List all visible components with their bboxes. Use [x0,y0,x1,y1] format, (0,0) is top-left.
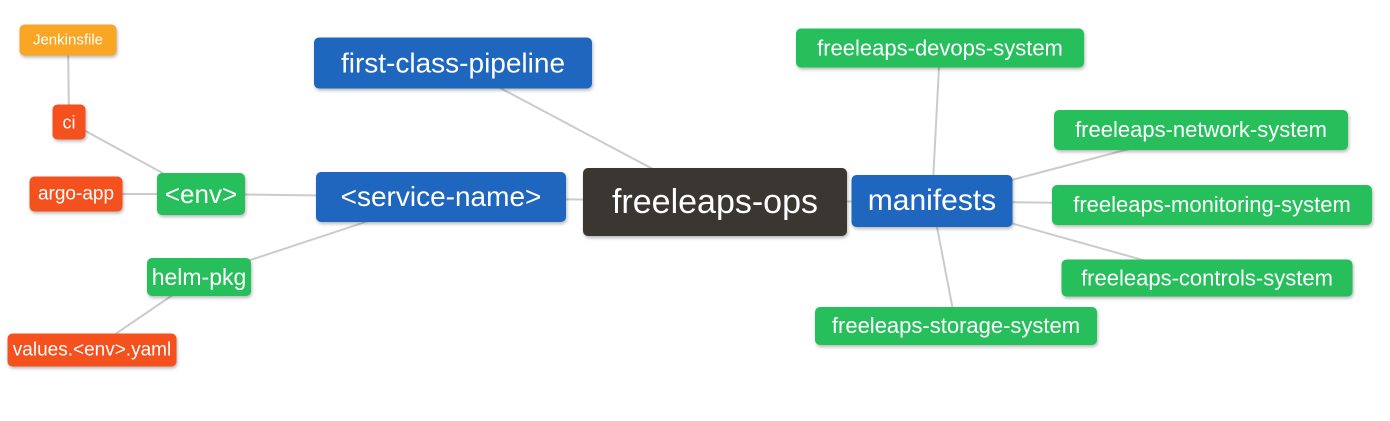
node-argo-app[interactable]: argo-app [29,176,123,212]
node-env[interactable]: <env> [157,173,245,215]
node-values-env-yaml[interactable]: values.<env>.yaml [7,333,177,367]
node-service-name[interactable]: <service-name> [316,172,566,222]
node-first-class-pipeline[interactable]: first-class-pipeline [314,37,592,89]
node-manifests[interactable]: manifests [851,175,1013,227]
node-freeleaps-network-system[interactable]: freeleaps-network-system [1054,110,1348,150]
node-jenkinsfile[interactable]: Jenkinsfile [19,24,117,56]
node-freeleaps-ops[interactable]: freeleaps-ops [583,168,847,236]
node-freeleaps-controls-system[interactable]: freeleaps-controls-system [1061,259,1353,297]
node-helm-pkg[interactable]: helm-pkg [147,258,251,296]
node-freeleaps-storage-system[interactable]: freeleaps-storage-system [815,307,1097,345]
node-freeleaps-monitoring-system[interactable]: freeleaps-monitoring-system [1052,185,1372,225]
node-freeleaps-devops-system[interactable]: freeleaps-devops-system [796,28,1084,68]
node-ci[interactable]: ci [52,104,86,140]
